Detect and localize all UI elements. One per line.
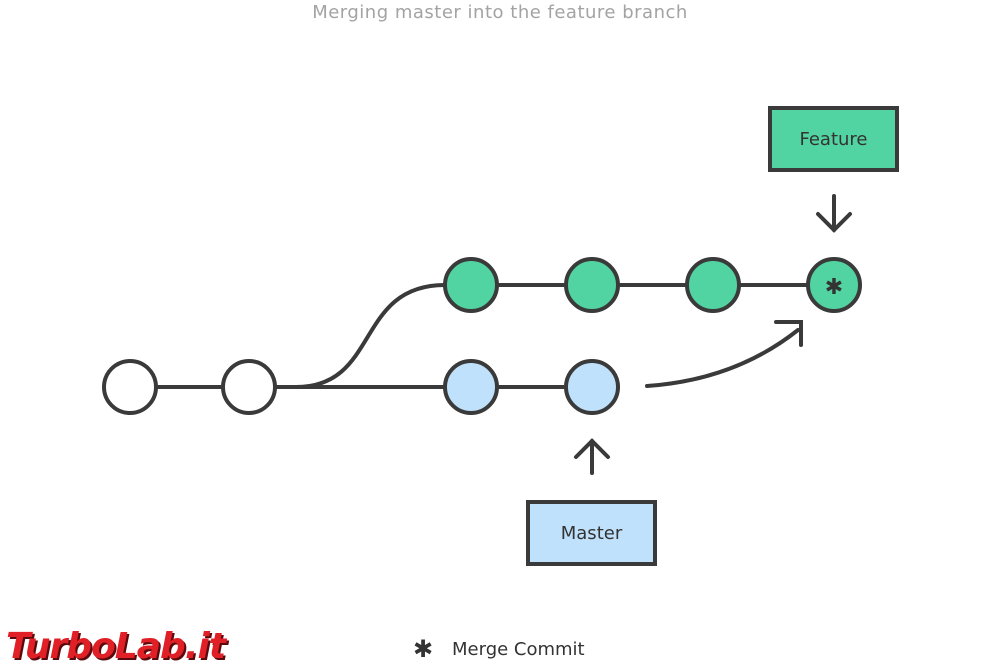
feature-branch-curve — [294, 283, 447, 389]
merge-arrow-curve — [645, 328, 800, 388]
master-branch-label: Master — [526, 500, 657, 566]
legend: ✱ Merge Commit — [408, 637, 585, 661]
feature-commit — [443, 257, 499, 313]
feature-commit — [685, 257, 741, 313]
merge-commit-legend-icon: ✱ — [412, 635, 434, 663]
base-commit — [102, 359, 158, 415]
master-commit — [443, 359, 499, 415]
merge-commit — [806, 257, 862, 313]
master-commit — [564, 359, 620, 415]
base-commit — [221, 359, 277, 415]
feature-branch-label: Feature — [768, 106, 899, 172]
feature-label-text: Feature — [799, 128, 868, 150]
feature-arrow-head — [816, 212, 852, 233]
merge-arrow-head — [774, 320, 803, 347]
merge-commit-symbol: ✱ — [825, 275, 843, 300]
master-arrow-head — [574, 438, 610, 459]
diagram-title: Merging master into the feature branch — [312, 2, 688, 23]
feature-commit — [564, 257, 620, 313]
watermark-logo: TurboLab.it — [6, 626, 226, 667]
master-label-text: Master — [560, 522, 623, 544]
legend-text: Merge Commit — [452, 638, 585, 660]
